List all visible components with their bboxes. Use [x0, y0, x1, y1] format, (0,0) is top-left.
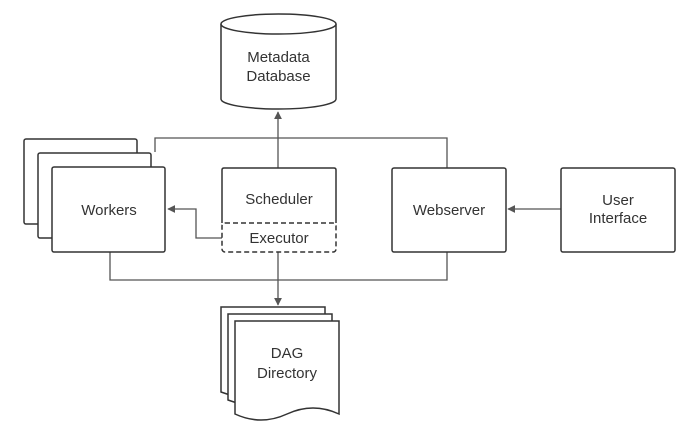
- top-bus-line: [154, 137, 448, 168]
- executor-label: Executor: [249, 230, 308, 247]
- user-interface-label-line1: User: [602, 192, 634, 209]
- user-interface-label-line2: Interface: [589, 210, 647, 227]
- scheduler-node: Scheduler Executor: [221, 167, 337, 253]
- user-interface-node: User Interface: [560, 167, 676, 253]
- scheduler-box: [221, 167, 337, 223]
- database-label-line1: Metadata: [247, 49, 310, 66]
- webserver-node: Webserver: [391, 167, 507, 253]
- scheduler-label: Scheduler: [245, 191, 313, 208]
- user-interface-box: [560, 167, 676, 253]
- dag-doc-front: [234, 320, 340, 421]
- workers-node: Workers: [23, 138, 166, 253]
- workers-label: Workers: [81, 202, 137, 219]
- webserver-box: [391, 167, 507, 253]
- workers-box: [51, 166, 166, 253]
- connectors: [109, 111, 561, 306]
- database-cylinder-body: [220, 24, 337, 110]
- dag-directory-label-line2: Directory: [257, 365, 318, 382]
- metadata-database-node: Metadata Database: [220, 13, 337, 110]
- database-cylinder-top: [220, 13, 337, 35]
- database-label-line2: Database: [246, 68, 310, 85]
- executor-box: [221, 222, 337, 253]
- webserver-label: Webserver: [413, 202, 485, 219]
- dag-directory-label-line1: DAG: [271, 345, 304, 362]
- executor-to-workers-arrow: [167, 205, 222, 239]
- dag-directory-node: DAG Directory: [220, 306, 340, 421]
